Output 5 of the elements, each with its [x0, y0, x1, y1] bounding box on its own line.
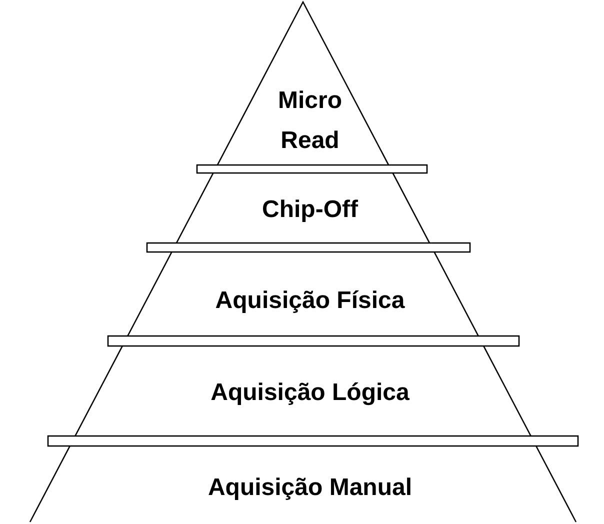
pyramid-level-label: Aquisição Manual [208, 473, 412, 503]
pyramid-level-label: Aquisição Lógica [210, 378, 410, 408]
pyramid-level-label: Chip-Off [262, 195, 358, 225]
pyramid-level-label: Aquisição Física [215, 286, 405, 316]
pyramid-level-label: Micro Read [276, 86, 343, 156]
